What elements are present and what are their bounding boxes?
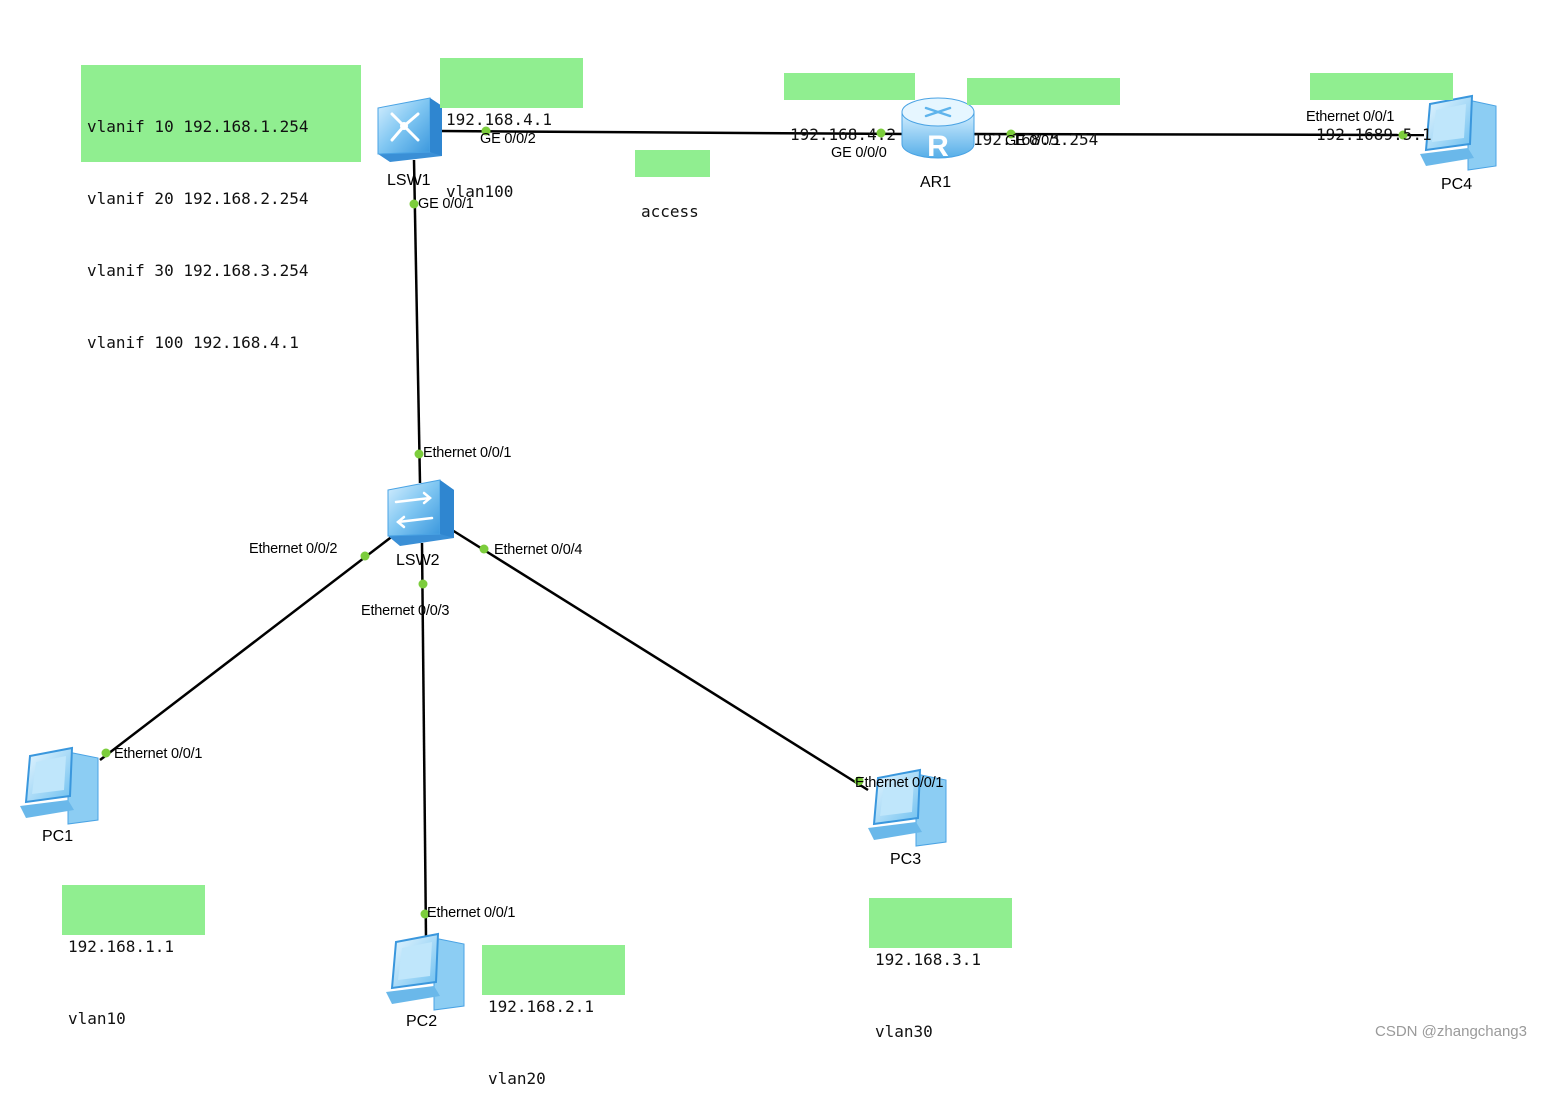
link-lsw2-pc1[interactable] — [99, 534, 395, 761]
note-pc1-info[interactable]: 192.168.1.1 vlan10 — [62, 885, 205, 1028]
note-link-mode[interactable]: access — [635, 150, 710, 221]
note-line: 192.168.5.254 — [973, 130, 1099, 149]
port-dot-pc1 — [101, 748, 111, 758]
note-lsw1-uplink[interactable]: 192.168.4.1 vlan100 — [440, 58, 583, 201]
note-line: vlan20 — [488, 1069, 546, 1088]
pc-icon[interactable] — [386, 932, 465, 1011]
pc-icon[interactable] — [1420, 94, 1497, 171]
note-pc3-info[interactable]: 192.168.3.1 vlan30 — [869, 898, 1012, 1041]
port-label-pc2-e001: Ethernet 0/0/1 — [427, 905, 516, 921]
port-dots — [101, 126, 1408, 919]
port-label-lsw1-g002: GE 0/0/2 — [480, 131, 536, 147]
link-lsw1-lsw2[interactable] — [412, 159, 422, 484]
note-line: 192.1689.5.1 — [1316, 125, 1432, 144]
link-lsw2-pc3[interactable] — [451, 528, 869, 792]
port-label-lsw2-e004: Ethernet 0/0/4 — [494, 542, 583, 558]
link-lsw2-pc2[interactable] — [420, 542, 428, 939]
pc-icon[interactable] — [868, 768, 947, 847]
port-dot-lsw2-e003 — [418, 579, 428, 589]
device-label-pc3: PC3 — [890, 851, 922, 868]
device-label-pc1: PC1 — [42, 828, 74, 845]
note-line: 192.168.4.1 — [446, 110, 552, 129]
port-dot-lsw1-g001 — [409, 199, 419, 209]
link-lsw1-ar1[interactable] — [439, 129, 905, 136]
port-dot-lsw1-g002 — [481, 126, 491, 136]
port-dot-lsw2-e004 — [479, 544, 489, 554]
svg-text:R: R — [927, 130, 949, 163]
port-dot-ar1-g001 — [1006, 129, 1016, 139]
device-label-lsw2: LSW2 — [396, 552, 440, 569]
port-label-lsw2-e003: Ethernet 0/0/3 — [361, 603, 450, 619]
port-label-pc3-e001: Ethernet 0/0/1 — [855, 775, 944, 791]
link-ar1-pc4[interactable] — [967, 132, 1425, 137]
note-line: vlan10 — [68, 1009, 126, 1028]
router-icon[interactable]: R — [901, 97, 975, 163]
port-dot-ar1-g000 — [876, 128, 886, 138]
pc-icon[interactable] — [20, 746, 99, 825]
port-label-ar1-g001: GE 0/0/1 — [1005, 133, 1061, 149]
note-pc2-info[interactable]: 192.168.2.1 vlan20 — [482, 945, 625, 1088]
port-dot-pc3 — [854, 776, 864, 786]
device-label-ar1: AR1 — [920, 174, 952, 191]
note-line: vlanif 100 192.168.4.1 — [87, 333, 299, 352]
note-line: vlan30 — [875, 1022, 933, 1041]
note-pc4-ip[interactable]: 192.1689.5.1 — [1310, 73, 1453, 144]
port-label-pc1-e001: Ethernet 0/0/1 — [114, 746, 203, 762]
port-label-ar1-g000: GE 0/0/0 — [831, 145, 887, 161]
note-line: vlanif 20 192.168.2.254 — [87, 189, 309, 208]
watermark: CSDN @zhangchang3 — [1375, 1023, 1527, 1040]
note-line: 192.168.2.1 — [488, 997, 594, 1016]
device-label-lsw1: LSW1 — [387, 172, 431, 189]
port-dot-lsw2-e001 — [414, 449, 424, 459]
note-line: vlanif 10 192.168.1.254 — [87, 117, 309, 136]
links — [99, 129, 1425, 939]
port-dot-pc4 — [1398, 130, 1408, 140]
l2-switch-icon[interactable] — [387, 479, 454, 546]
port-label-lsw2-e002: Ethernet 0/0/2 — [249, 541, 338, 557]
port-dot-lsw2-e002 — [360, 551, 370, 561]
note-line: 192.168.4.2 — [790, 125, 896, 144]
note-lsw1-vlanif[interactable]: vlanif 10 192.168.1.254 vlanif 20 192.16… — [81, 65, 361, 352]
note-ar1-g001-ip[interactable]: 192.168.5.254 — [967, 78, 1120, 149]
note-line: 192.168.1.1 — [68, 937, 174, 956]
note-line: access — [641, 202, 699, 221]
port-dot-pc2 — [420, 909, 430, 919]
port-label-lsw2-e001: Ethernet 0/0/1 — [423, 445, 512, 461]
note-line: 192.168.3.1 — [875, 950, 981, 969]
device-label-pc2: PC2 — [406, 1013, 438, 1030]
l3-switch-icon[interactable] — [377, 97, 442, 162]
note-ar1-g000-ip[interactable]: 192.168.4.2 — [784, 73, 915, 144]
note-line: vlanif 30 192.168.3.254 — [87, 261, 309, 280]
topology-canvas: R — [20, 94, 1497, 1011]
port-label-pc4-e001: Ethernet 0/0/1 — [1306, 109, 1395, 125]
port-label-lsw1-g001: GE 0/0/1 — [418, 196, 474, 212]
note-line: vlan100 — [446, 182, 514, 201]
device-label-pc4: PC4 — [1441, 176, 1473, 193]
